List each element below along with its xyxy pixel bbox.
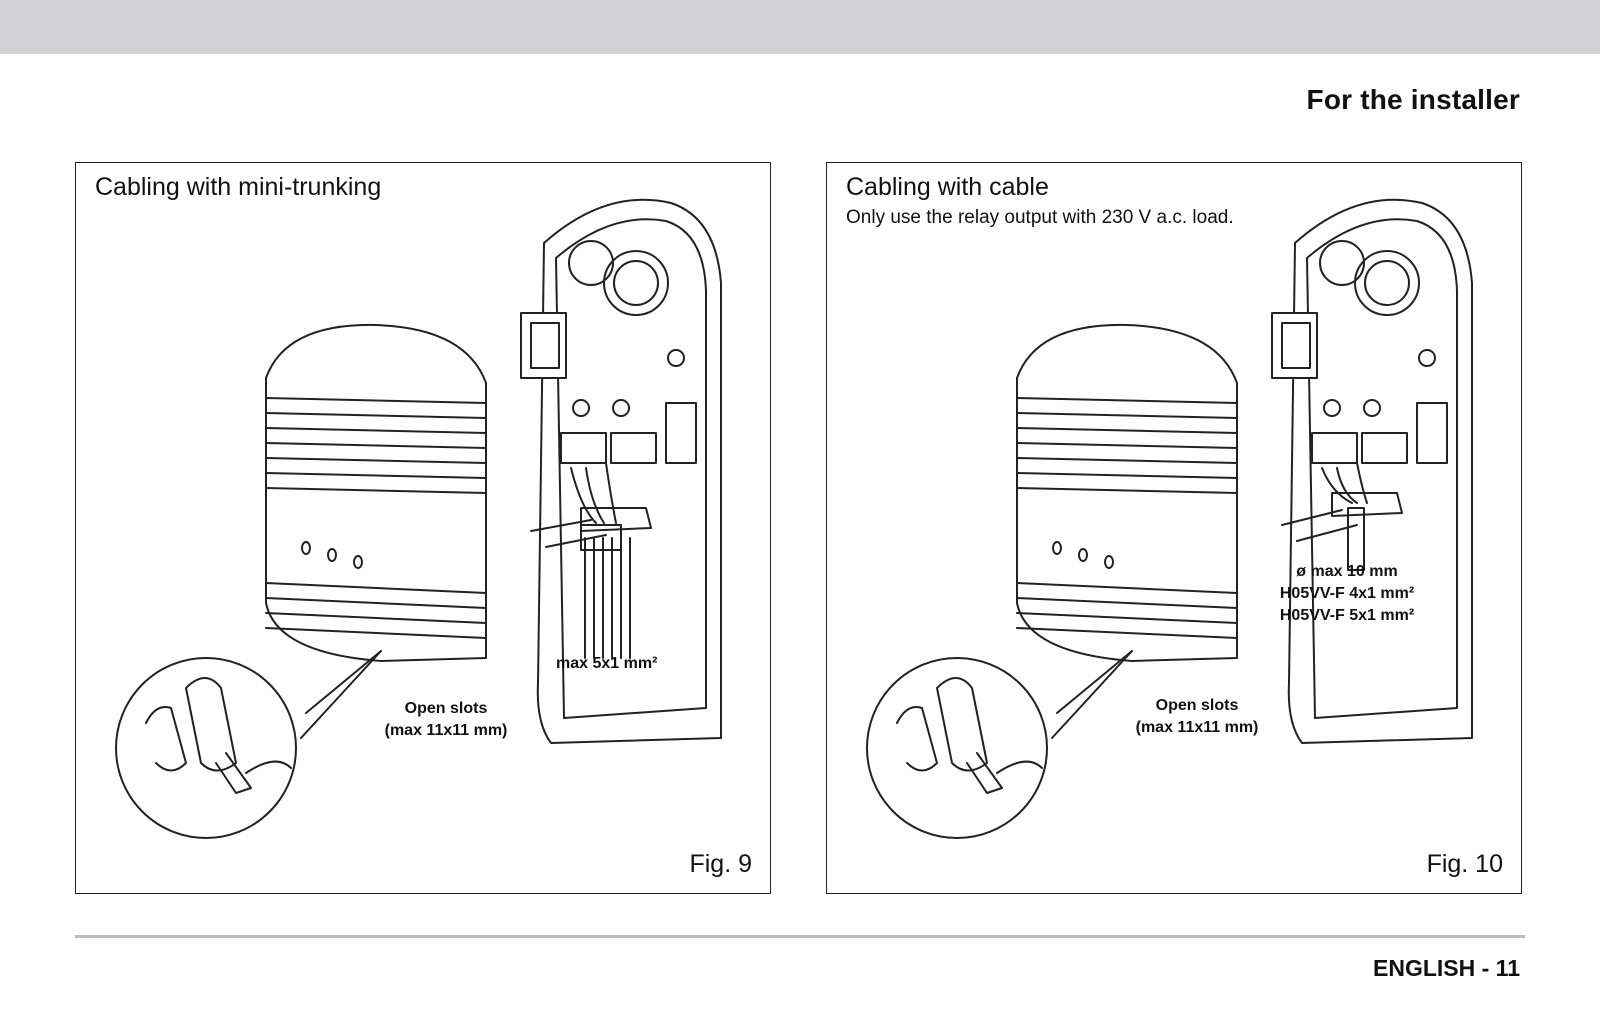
installation-illustration: [866, 198, 1473, 839]
base-plate-drawing: [520, 198, 722, 744]
figure-title: Cabling with cable: [846, 173, 1049, 201]
figure-10: Cabling with cable Only use the relay ou…: [826, 162, 1522, 894]
cover-drawing: [1016, 323, 1238, 662]
open-slots-line1: Open slots: [1155, 697, 1239, 714]
open-slots-label: Open slots (max 11x11 mm): [361, 698, 531, 742]
cover-drawing: [265, 323, 487, 662]
page-footer: ENGLISH - 11: [1373, 955, 1520, 981]
knockout-detail-drawing: [866, 650, 1133, 839]
figure-number: Fig. 9: [689, 850, 752, 878]
open-slots-line1: Open slots: [404, 700, 488, 717]
top-band: [0, 0, 1600, 54]
trunking-size-label: max 5x1 mm²: [556, 655, 658, 672]
cable-diameter-label: ø max 10 mm: [1296, 563, 1398, 580]
cable-type-5-label: H05VV-F 5x1 mm²: [1279, 607, 1415, 624]
section-title: For the installer: [1306, 84, 1520, 115]
figure-title: Cabling with mini-trunking: [95, 173, 382, 201]
open-slots-line2: (max 11x11 mm): [1135, 719, 1259, 736]
open-slots-line2: (max 11x11 mm): [384, 722, 508, 739]
installation-illustration: [115, 198, 722, 839]
base-plate-drawing: [1271, 198, 1473, 744]
figure-9: Cabling with mini-trunking: [75, 162, 771, 894]
knockout-detail-drawing: [115, 650, 382, 839]
footer-rule: [75, 935, 1525, 938]
cable-type-4-label: H05VV-F 4x1 mm²: [1279, 585, 1415, 602]
open-slots-label: Open slots (max 11x11 mm): [1112, 695, 1282, 739]
cable-spec-label: ø max 10 mm H05VV-F 4x1 mm² H05VV-F 5x1 …: [1257, 561, 1437, 627]
figure-number: Fig. 10: [1426, 850, 1503, 878]
figure-subtitle: Only use the relay output with 230 V a.c…: [846, 207, 1234, 228]
